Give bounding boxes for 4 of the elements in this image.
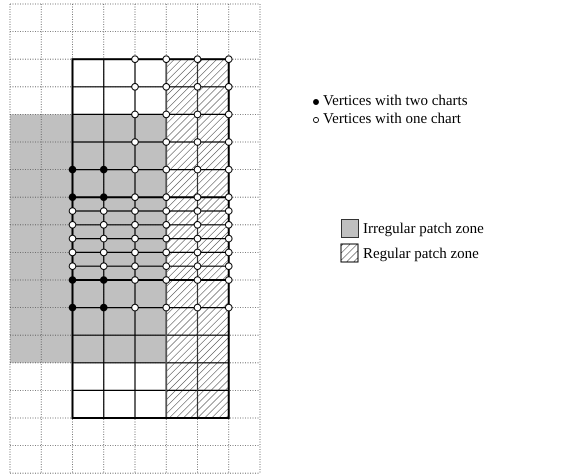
legend-label: Regular patch zone (363, 245, 479, 263)
legend-label: Vertices with two charts (323, 92, 468, 110)
legend-label: Vertices with one chart (323, 110, 461, 128)
legend-label: Irregular patch zone (363, 220, 484, 238)
